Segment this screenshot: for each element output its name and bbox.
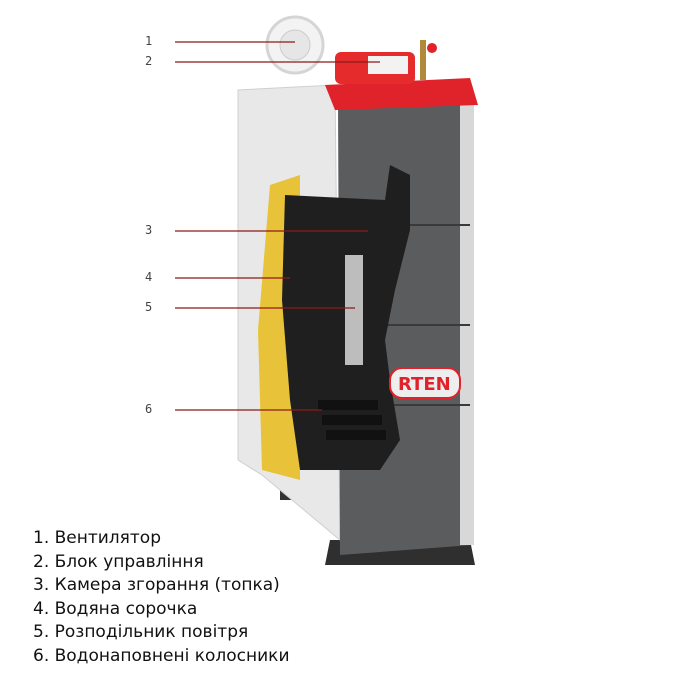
- legend-item: 4. Водяна сорочка: [33, 598, 198, 619]
- valve-knob: [427, 43, 437, 53]
- fan-grille: [279, 29, 311, 61]
- legend-item: 2. Блок управління: [33, 551, 204, 572]
- red-top-cover: [325, 78, 478, 110]
- callout-4: 4: [145, 270, 153, 284]
- brand-badge: [389, 367, 461, 399]
- front-edge: [460, 100, 474, 545]
- air-distributor: [345, 255, 363, 365]
- callout-1: 1: [145, 34, 153, 48]
- valve: [420, 40, 426, 80]
- control-display: [368, 56, 408, 74]
- callout-6: 6: [145, 402, 153, 416]
- legend-item: 5. Розподільник повітря: [33, 622, 249, 643]
- callout-3: 3: [145, 223, 153, 237]
- legend-item: 6. Водонаповнені колосники: [33, 645, 290, 666]
- legend-item: 1. Вентилятор: [33, 528, 161, 548]
- grates: [318, 400, 386, 440]
- legend-item: 3. Камера згорання (топка): [33, 575, 280, 596]
- brand-logo: RTEN: [398, 374, 451, 395]
- callout-5: 5: [145, 300, 153, 314]
- legend-list: 1. Вентилятор 2. Блок управління 3. Каме…: [33, 527, 290, 669]
- callout-2: 2: [145, 54, 153, 68]
- callout-lines: [175, 41, 380, 411]
